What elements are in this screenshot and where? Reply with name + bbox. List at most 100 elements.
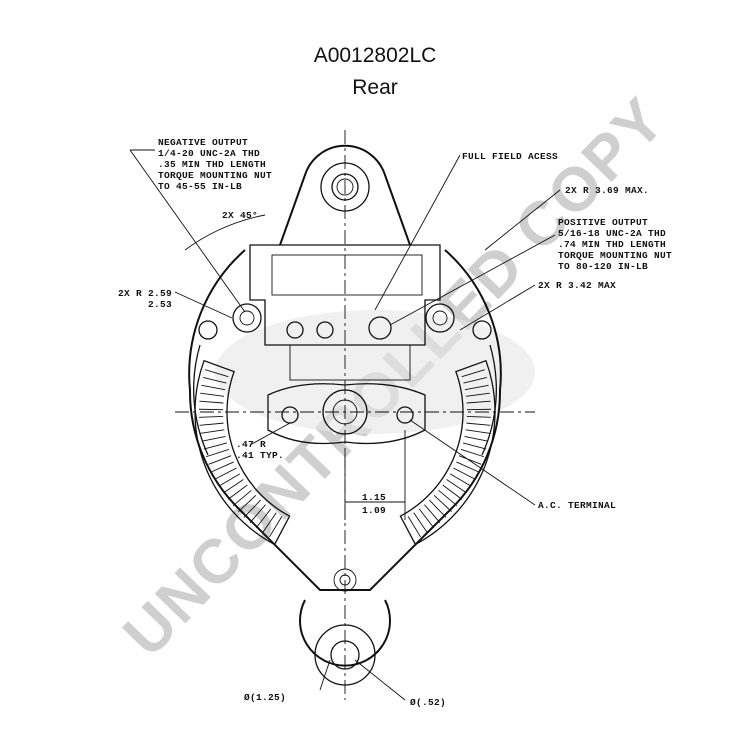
vent-slot	[238, 494, 257, 513]
vent-slot	[243, 499, 261, 518]
svg-text:NEGATIVE OUTPUT: NEGATIVE OUTPUT	[158, 137, 248, 148]
svg-text:1.15: 1.15	[362, 492, 386, 503]
svg-text:2X R 2.59: 2X R 2.59	[118, 288, 172, 299]
vent-slot	[461, 369, 485, 378]
page-subtitle: Rear	[352, 76, 398, 99]
vent-slot	[205, 369, 229, 378]
leader-dia-small	[354, 659, 406, 701]
vent-slot	[460, 448, 485, 458]
leader-ac-terminal	[409, 419, 536, 506]
bottom-bolt	[339, 574, 351, 586]
bottom-bolt-outer	[333, 568, 357, 592]
svg-text:TO 45-55 IN-LB: TO 45-55 IN-LB	[158, 181, 242, 192]
vent-slot	[203, 377, 227, 384]
bottom-mount-boss	[314, 624, 376, 686]
vent-slots-left	[194, 359, 291, 546]
vent-slot	[449, 473, 472, 487]
vent-slot	[463, 377, 487, 384]
full-field-access-label: FULL FIELD ACESS	[462, 151, 558, 162]
regulator-block	[249, 244, 441, 346]
vent-slot	[424, 504, 441, 524]
top-mount-hole-inner	[336, 178, 354, 196]
leader-radius-small	[249, 422, 291, 446]
regulator-plate	[271, 254, 423, 296]
vent-slot	[407, 516, 421, 538]
bottom-mount-hole	[330, 640, 360, 670]
spacing-label: 1.15 1.09	[362, 492, 386, 516]
vent-band	[194, 359, 291, 546]
vent-slot	[255, 508, 272, 529]
svg-text:.74 MIN THD LENGTH: .74 MIN THD LENGTH	[558, 239, 666, 250]
positive-output-stud	[368, 316, 392, 340]
vent-slot	[199, 415, 224, 418]
radius-left-label: 2X R 2.59 2.53	[118, 288, 172, 310]
svg-text:1/4-20 UNC-2A THD: 1/4-20 UNC-2A THD	[158, 148, 260, 159]
leader-positive-output	[389, 234, 556, 326]
svg-text:TORQUE MOUNTING NUT: TORQUE MOUNTING NUT	[158, 170, 272, 181]
leader-negative-output	[129, 149, 246, 313]
watermark-logo	[215, 310, 535, 434]
housing-inner-right	[481, 344, 497, 456]
top-mount-hole	[331, 173, 359, 201]
svg-text:.41 TYP.: .41 TYP.	[236, 450, 284, 461]
vent-slot	[466, 422, 491, 426]
ac-terminal-label: A.C. TERMINAL	[538, 500, 616, 511]
svg-text:.35 MIN THD LENGTH: .35 MIN THD LENGTH	[158, 159, 266, 170]
vent-slot	[223, 479, 244, 494]
dia-large-label: Ø(1.25)	[244, 692, 286, 703]
svg-text:TORQUE MOUNTING NUT: TORQUE MOUNTING NUT	[558, 250, 672, 261]
rectifier-plate	[289, 344, 411, 381]
leader-full-field	[374, 154, 461, 311]
left-bolt	[198, 320, 218, 340]
leader-dia-large	[319, 659, 331, 691]
vent-slot	[446, 479, 467, 494]
radius-small-label: .47 R .41 TYP.	[236, 439, 284, 461]
vent-slot	[413, 512, 428, 533]
vent-slot	[438, 489, 458, 507]
vent-slot	[442, 484, 463, 500]
right-mount-stud	[425, 303, 455, 333]
vent-slot	[464, 435, 489, 442]
right-stud-core	[432, 310, 448, 326]
vent-slot	[200, 429, 225, 434]
vent-slot	[464, 384, 489, 391]
vent-slot	[453, 467, 475, 480]
leader-radius-top	[484, 189, 561, 251]
terminal-stud-2	[316, 321, 334, 339]
positive-output-label: POSITIVE OUTPUT 5/16-18 UNC-2A THD .74 M…	[558, 217, 672, 272]
radius-right-label: 2X R 3.42 MAX	[538, 280, 616, 291]
vent-slot	[458, 455, 482, 465]
negative-output-stud	[232, 303, 262, 333]
vent-slot	[201, 384, 226, 391]
vent-slot	[466, 415, 491, 418]
svg-text:TO 80-120 IN-LB: TO 80-120 IN-LB	[558, 261, 648, 272]
shaft	[322, 389, 368, 435]
vent-slot	[418, 508, 435, 529]
vent-slot	[208, 455, 232, 465]
vent-slot	[203, 442, 228, 450]
radius-top-label: 2X R 3.69 MAX.	[565, 185, 649, 196]
vent-slot	[200, 392, 225, 397]
top-mount-hole-outer	[320, 162, 370, 212]
leader-radius-right	[459, 284, 536, 331]
housing-inner-left	[193, 344, 209, 456]
vent-slot	[262, 512, 277, 533]
negative-stud-core	[239, 310, 255, 326]
svg-text:POSITIVE OUTPUT: POSITIVE OUTPUT	[558, 217, 648, 228]
vent-slot	[199, 422, 224, 426]
vent-slot	[429, 499, 447, 518]
negative-output-label: NEGATIVE OUTPUT 1/4-20 UNC-2A THD .35 MI…	[158, 137, 272, 192]
vent-slot	[227, 484, 248, 500]
vent-slot	[433, 494, 452, 513]
page-title: A0012802LC	[313, 44, 437, 67]
housing-outline	[188, 249, 502, 591]
leader-radius-left	[174, 291, 233, 319]
terminal-stud-1	[286, 321, 304, 339]
angle-label: 2X 45°	[222, 210, 258, 221]
vent-slots-right	[399, 359, 496, 546]
svg-text:1.09: 1.09	[362, 505, 386, 516]
bottom-mounting-ear	[299, 599, 391, 667]
vent-slot	[215, 467, 237, 480]
